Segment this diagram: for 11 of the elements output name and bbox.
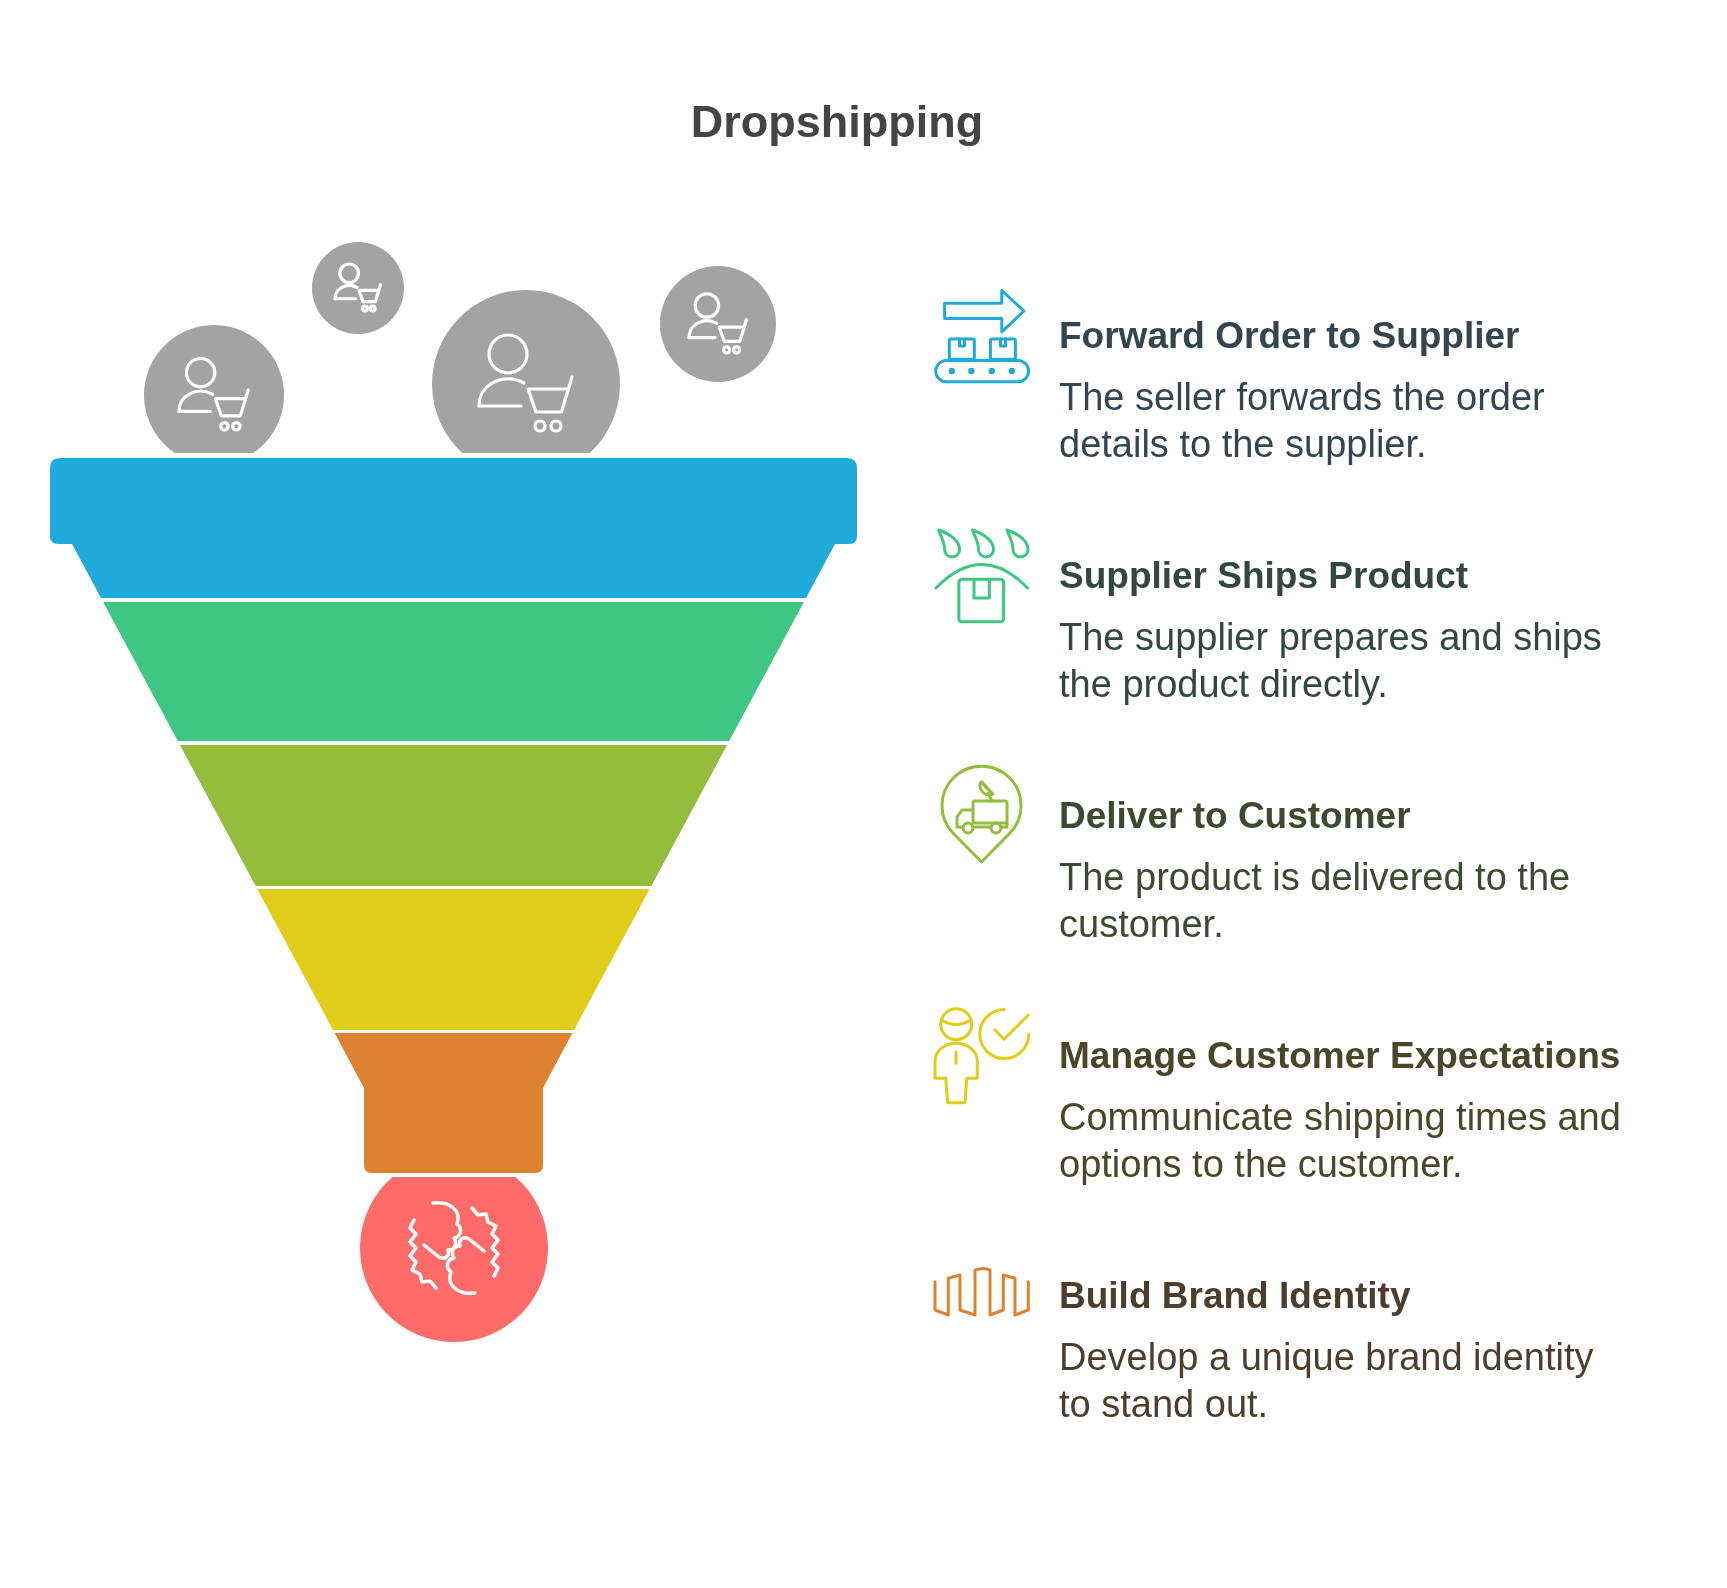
- step-title: Manage Customer Expectations: [1059, 1036, 1621, 1076]
- step-title: Build Brand Identity: [1059, 1276, 1411, 1316]
- step-description: Communicate shipping times and options to the customer.: [1059, 1095, 1622, 1187]
- step-title: Supplier Ships Product: [1059, 556, 1469, 596]
- diagram-title: Dropshipping: [689, 95, 985, 149]
- step-description: The supplier prepares and ships the product directly.: [1059, 615, 1603, 707]
- step-title: Forward Order to Supplier: [1059, 316, 1520, 356]
- step-title: Deliver to Customer: [1059, 796, 1411, 836]
- step-description: The seller forwards the order details to the supplier.: [1059, 375, 1546, 467]
- step-description: The product is delivered to the customer.: [1059, 855, 1572, 947]
- step-description: Develop a unique brand identity to stand out.: [1059, 1335, 1595, 1427]
